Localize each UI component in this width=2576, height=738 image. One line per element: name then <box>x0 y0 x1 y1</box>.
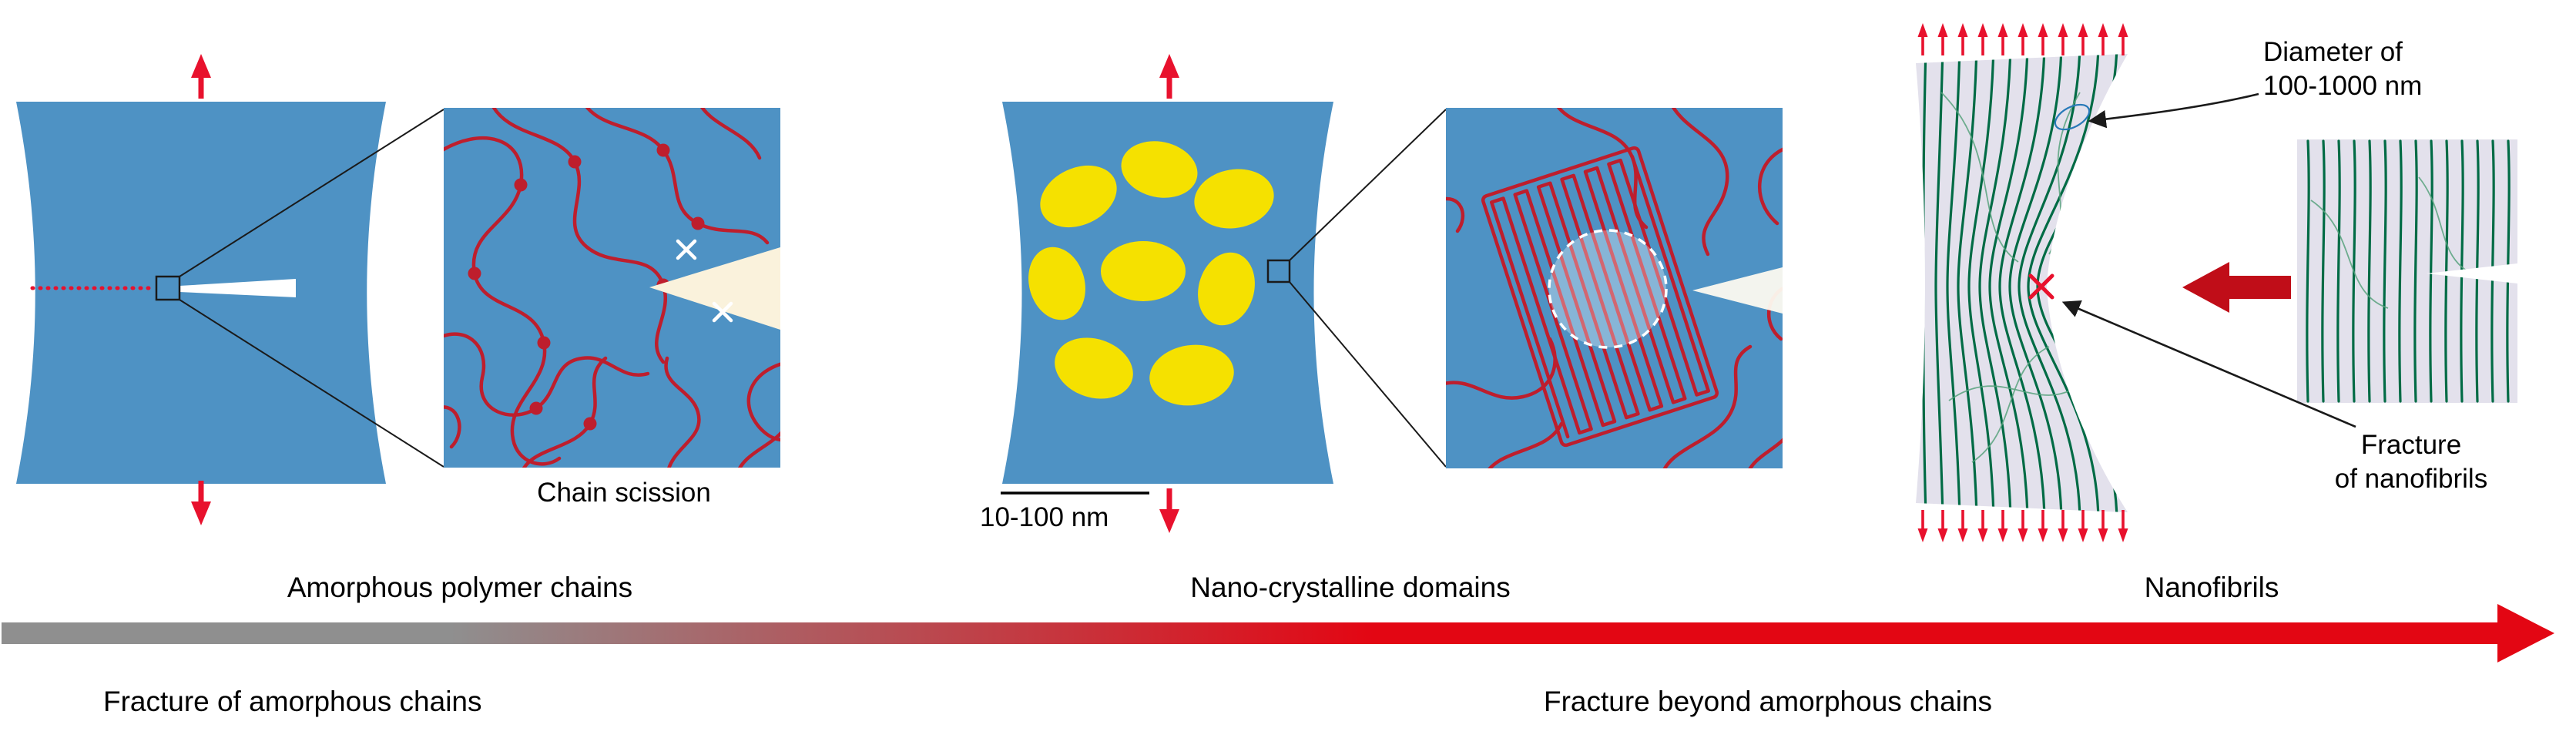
crack-notch-wedge <box>1692 267 1783 314</box>
fracture-note: Fracture of nanofibrils <box>2296 428 2527 496</box>
progression-gradient-arrow <box>2 604 2554 663</box>
open-crack <box>2427 263 2517 283</box>
nanofibril-lines <box>2306 139 2511 403</box>
fibril-fracture-x-mark <box>2028 273 2054 300</box>
caption-fracture-amorphous: Fracture of amorphous chains <box>103 686 482 717</box>
panel-label-nanofibril: Nanofibrils <box>2144 572 2279 603</box>
panel-label-amorphous: Amorphous polymer chains <box>287 572 633 603</box>
tension-arrow-up-icon <box>191 54 211 99</box>
bold-left-arrow-icon <box>2182 262 2291 313</box>
zoom-connector-lines <box>179 109 444 468</box>
tension-arrows-bottom <box>1916 508 2130 544</box>
tension-arrow-down-icon <box>191 481 211 525</box>
crystalline-domains <box>1028 141 1274 406</box>
fracture-note-line1: Fracture <box>2360 430 2462 460</box>
fracture-note-line2: of nanofibrils <box>2334 463 2488 494</box>
crystalline-specimen <box>1001 54 1333 533</box>
caption-fracture-beyond: Fracture beyond amorphous chains <box>1543 686 1993 717</box>
scale-bar-label: 10-100 nm <box>980 502 1109 532</box>
amorphous-specimen <box>16 54 386 525</box>
chain-scission-x-marks <box>676 239 733 323</box>
diameter-highlight-circle <box>2054 103 2091 131</box>
zoom-connector-lines <box>1289 109 1447 468</box>
open-crack <box>179 279 296 297</box>
diameter-note-line2: 100-1000 nm <box>2263 70 2423 101</box>
crack-notch-wedge <box>649 247 780 330</box>
tension-arrow-up-icon <box>1159 54 1179 99</box>
panel-label-crystalline: Nano-crystalline domains <box>1190 572 1511 603</box>
polymer-chain-curves <box>444 108 780 468</box>
zoom-region-square <box>1266 259 1291 283</box>
diameter-annotation-arrow <box>2088 92 2259 129</box>
nanofibril-reference-block <box>2297 139 2517 403</box>
nanofibril-specimen <box>1916 22 2130 544</box>
diameter-note: Diameter of 100-1000 nm <box>2263 35 2422 103</box>
crystal-domain-highlight-circle <box>1548 229 1668 349</box>
folded-chain-lamella <box>1481 146 1719 448</box>
tension-arrow-down-icon <box>1159 488 1179 533</box>
tension-arrows-top <box>1916 22 2130 57</box>
diameter-note-line1: Diameter of <box>2263 37 2403 67</box>
zoom-amorphous-chains <box>444 108 780 468</box>
zoom-crystalline-domain <box>1446 108 1783 468</box>
fracture-annotation-arrow <box>2061 300 2356 428</box>
zoom-region-square <box>155 275 181 301</box>
zoom-caption-chain-scission: Chain scission <box>537 478 711 508</box>
